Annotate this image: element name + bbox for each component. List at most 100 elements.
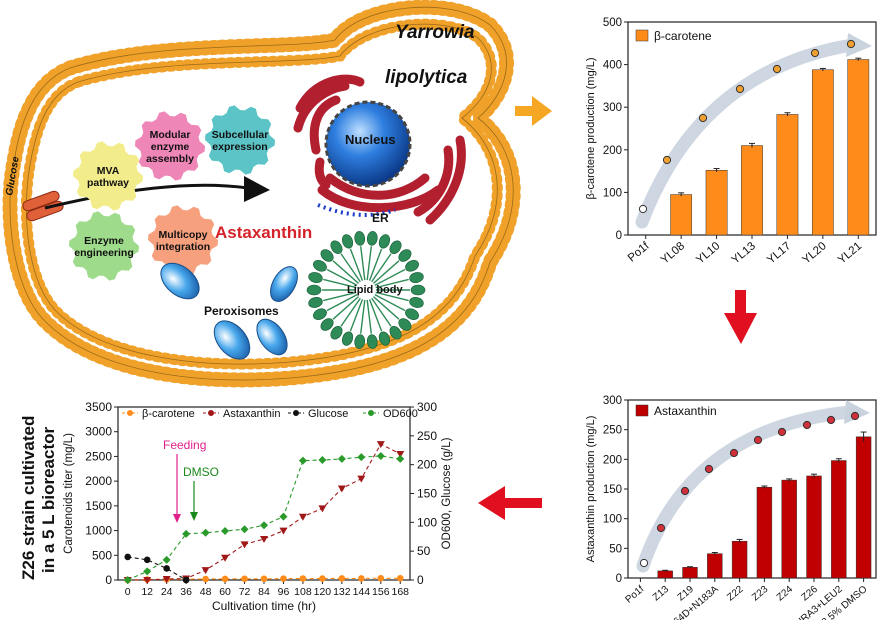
x-tick-label: 36	[180, 586, 192, 598]
lipid-tail	[349, 299, 364, 332]
trend-marker	[698, 113, 708, 123]
lipid-head	[409, 297, 424, 308]
lipid-tail	[371, 297, 392, 327]
lipid-head	[378, 234, 391, 249]
lipid-tail	[373, 260, 400, 284]
y-tick-label: 250	[603, 425, 622, 437]
x-tick-label: YL13	[730, 240, 758, 266]
point-β-carotene	[319, 575, 326, 582]
bar-YL21	[847, 59, 870, 236]
arrow-right-orange	[515, 96, 552, 126]
point-OD600	[162, 555, 171, 564]
legend-marker	[127, 410, 133, 416]
lipid-tail	[374, 268, 406, 286]
lipid-head	[313, 308, 327, 320]
x-tick-label: Z24	[775, 584, 796, 604]
bar-YL20	[811, 69, 834, 236]
lipid-tail	[374, 294, 406, 312]
point-β-carotene	[299, 575, 307, 582]
y-tick-label: 0	[616, 230, 622, 242]
lipid-head	[389, 240, 402, 254]
x-tick-label: Po1f	[623, 584, 646, 606]
point-β-carotene	[260, 575, 268, 583]
lipid-tail	[340, 297, 361, 327]
gear-icon	[69, 211, 139, 281]
y-axis-label: β-carotene production (mg/L)	[585, 57, 597, 199]
plot-frame	[117, 406, 411, 581]
gear-icon	[73, 141, 143, 211]
trend-marker	[772, 64, 782, 74]
x-tick-label: 0	[125, 586, 131, 598]
lipid-tail	[366, 299, 372, 334]
trend-marker	[639, 558, 649, 568]
y-tick-label: 300	[603, 395, 622, 407]
arrow-left-red	[478, 486, 542, 520]
trend-arrowhead	[844, 400, 870, 424]
trend-marker	[735, 84, 745, 94]
y-right-tick-label: 50	[417, 544, 431, 558]
lipid-head	[378, 331, 391, 346]
y-left-tick-label: 3000	[85, 425, 112, 439]
lipid-tail	[360, 246, 366, 281]
y-tick-label: 100	[603, 187, 622, 199]
gear-label-4-line2: engineering	[74, 247, 134, 259]
bar-Z22	[731, 540, 748, 579]
nucleus	[324, 100, 412, 188]
point-β-carotene	[202, 575, 209, 583]
point-Astaxanthin	[260, 535, 268, 543]
y-tick-label: 300	[603, 102, 622, 114]
er-label: ER	[372, 211, 389, 225]
endoplasmic-reticulum	[293, 74, 466, 225]
point-OD600	[123, 576, 132, 584]
peroxisomes	[160, 262, 298, 360]
y-tick-label: 0	[616, 573, 622, 585]
legend-marker	[208, 410, 214, 416]
bar-2.5% DMSO	[855, 436, 872, 579]
nucleus-label: Nucleus	[345, 132, 396, 147]
gear-icon	[135, 111, 205, 181]
x-tick-label: YL20	[800, 240, 828, 266]
legend-label: Astaxanthin	[654, 404, 717, 418]
x-tick-label: YL21	[836, 240, 864, 266]
x-tick-label: 144	[353, 586, 371, 598]
x-tick-label: 84	[258, 586, 270, 598]
lipid-tail	[323, 291, 357, 302]
astaxanthin-label: Astaxanthin	[215, 223, 312, 242]
trend-marker	[826, 415, 836, 425]
y-tick-label: 50	[609, 543, 622, 555]
annotation-feeding: Feeding	[163, 438, 206, 452]
x-tick-label: 156	[372, 586, 390, 598]
point-Astaxanthin	[221, 554, 230, 562]
point-Glucose	[143, 556, 151, 564]
lipid-body-label: Lipid body	[347, 284, 403, 296]
pathway-arrow	[44, 183, 249, 210]
series-line-Astaxanthin	[127, 443, 401, 581]
legend-label-OD600: OD600	[383, 408, 418, 420]
point-OD600	[279, 512, 288, 521]
point-Astaxanthin	[279, 527, 288, 535]
lipid-head	[409, 272, 424, 283]
point-Glucose	[124, 553, 132, 561]
trend-marker	[656, 523, 666, 533]
x-tick-label: 120	[314, 586, 332, 598]
gear-icon	[205, 105, 275, 175]
x-tick-label: 132	[333, 586, 351, 598]
point-β-carotene	[221, 575, 229, 583]
engineering-strategies: MVApathwayModularenzymeassemblySubcellul…	[69, 105, 275, 281]
lipid-head	[405, 308, 419, 320]
gear-label-3-line1: Subcellular	[212, 129, 269, 141]
point-OD600	[143, 567, 152, 576]
lipid-head	[410, 284, 426, 296]
y-left-tick-label: 3500	[85, 400, 112, 414]
cell-illustration: Yarrowia lipolytica Glucose MVApathwayMo…	[2, 0, 521, 388]
x-tick-label: YL08	[659, 240, 687, 266]
x-tick-label: Z13	[651, 584, 672, 604]
lipid-tail	[326, 268, 358, 286]
gear-label-2-line3: assembly	[146, 153, 194, 165]
x-tick-label: Z23	[750, 584, 771, 604]
lipid-tail	[373, 296, 400, 320]
point-Astaxanthin	[357, 475, 366, 483]
x-tick-label: 108	[294, 586, 312, 598]
legend-marker	[293, 410, 299, 416]
pathway-arrowhead	[244, 176, 270, 202]
